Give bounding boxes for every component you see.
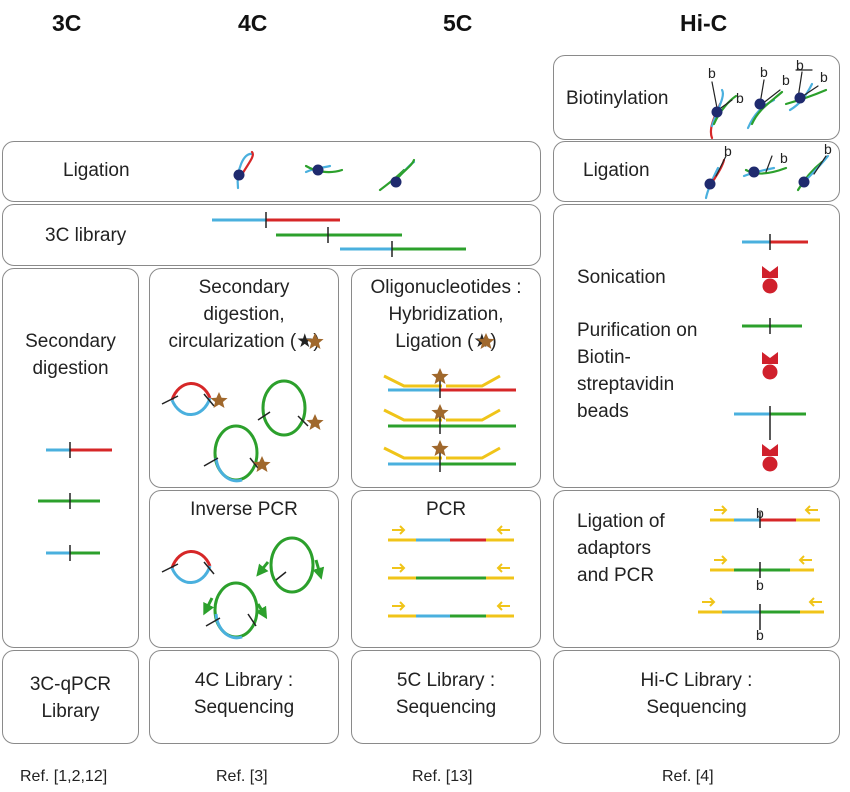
header-4c: 4C [238, 10, 268, 36]
reference-3c: Ref. [1,2,12] [20, 768, 108, 785]
library-3c-qpcr-line-1: 3C-qPCR [29, 674, 112, 695]
library-3c-label: 3C library [45, 225, 127, 246]
library-3c-qpcr-box [2, 650, 139, 744]
library-3c-qpcr-line-2: Library [41, 701, 100, 722]
secondary-digestion-box [2, 268, 139, 648]
c5-oligo-line-1: Oligonucleotides : [370, 277, 522, 298]
hic-purification-line-1: Purification on [577, 320, 698, 341]
header-hic: Hi-C [680, 10, 728, 36]
c5-oligo-line-2: Hybridization, [388, 304, 504, 325]
hic-adaptors-line-3: and PCR [577, 565, 655, 586]
hic-adaptors-line-2: adaptors [577, 538, 651, 559]
pcr-label: PCR [425, 499, 467, 520]
c4-digestion-line-3: circularization (★) [168, 331, 320, 352]
library-5c-line-2: Sequencing [395, 697, 497, 718]
library-3c-box [2, 204, 541, 266]
library-5c-line-1: 5C Library : [396, 670, 496, 691]
biotinylation-label: Biotinylation [566, 88, 669, 109]
inverse-pcr-label: Inverse PCR [190, 499, 298, 520]
secondary-digestion-line-2: digestion [32, 358, 109, 379]
c4-digestion-line-1: Secondary [198, 277, 290, 298]
reference-5c: Ref. [13] [412, 768, 473, 785]
library-4c-line-2: Sequencing [193, 697, 295, 718]
hic-purification-line-3: streptavidin [577, 374, 675, 395]
hic-adaptors-line-1: Ligation of [577, 511, 665, 532]
library-5c-box [351, 650, 541, 744]
secondary-digestion-line-1: Secondary [25, 331, 116, 352]
hic-purification-box [553, 204, 840, 488]
library-hic-line-2: Sequencing [646, 697, 747, 718]
reference-hic: Ref. [4] [662, 768, 714, 785]
hic-purification-line-2: Biotin- [577, 347, 631, 368]
library-hic-box [553, 650, 840, 744]
hic-purification-line-4: beads [577, 401, 629, 422]
reference-4c: Ref. [3] [216, 768, 268, 785]
c4-digestion-line-2: digestion, [203, 304, 285, 325]
hic-ligation-box [553, 141, 840, 202]
hic-ligation-label: Ligation [583, 160, 650, 181]
header-5c: 5C [443, 10, 473, 36]
library-hic-line-1: Hi-C Library : [640, 670, 753, 691]
hic-sonication-label: Sonication [577, 267, 666, 288]
library-4c-line-1: 4C Library : [194, 670, 294, 691]
library-4c-box [149, 650, 339, 744]
c5-oligo-line-3: Ligation (★) [395, 331, 497, 352]
ligation-box [2, 141, 541, 202]
ligation-label: Ligation [63, 160, 130, 181]
header-3c: 3C [52, 10, 82, 36]
